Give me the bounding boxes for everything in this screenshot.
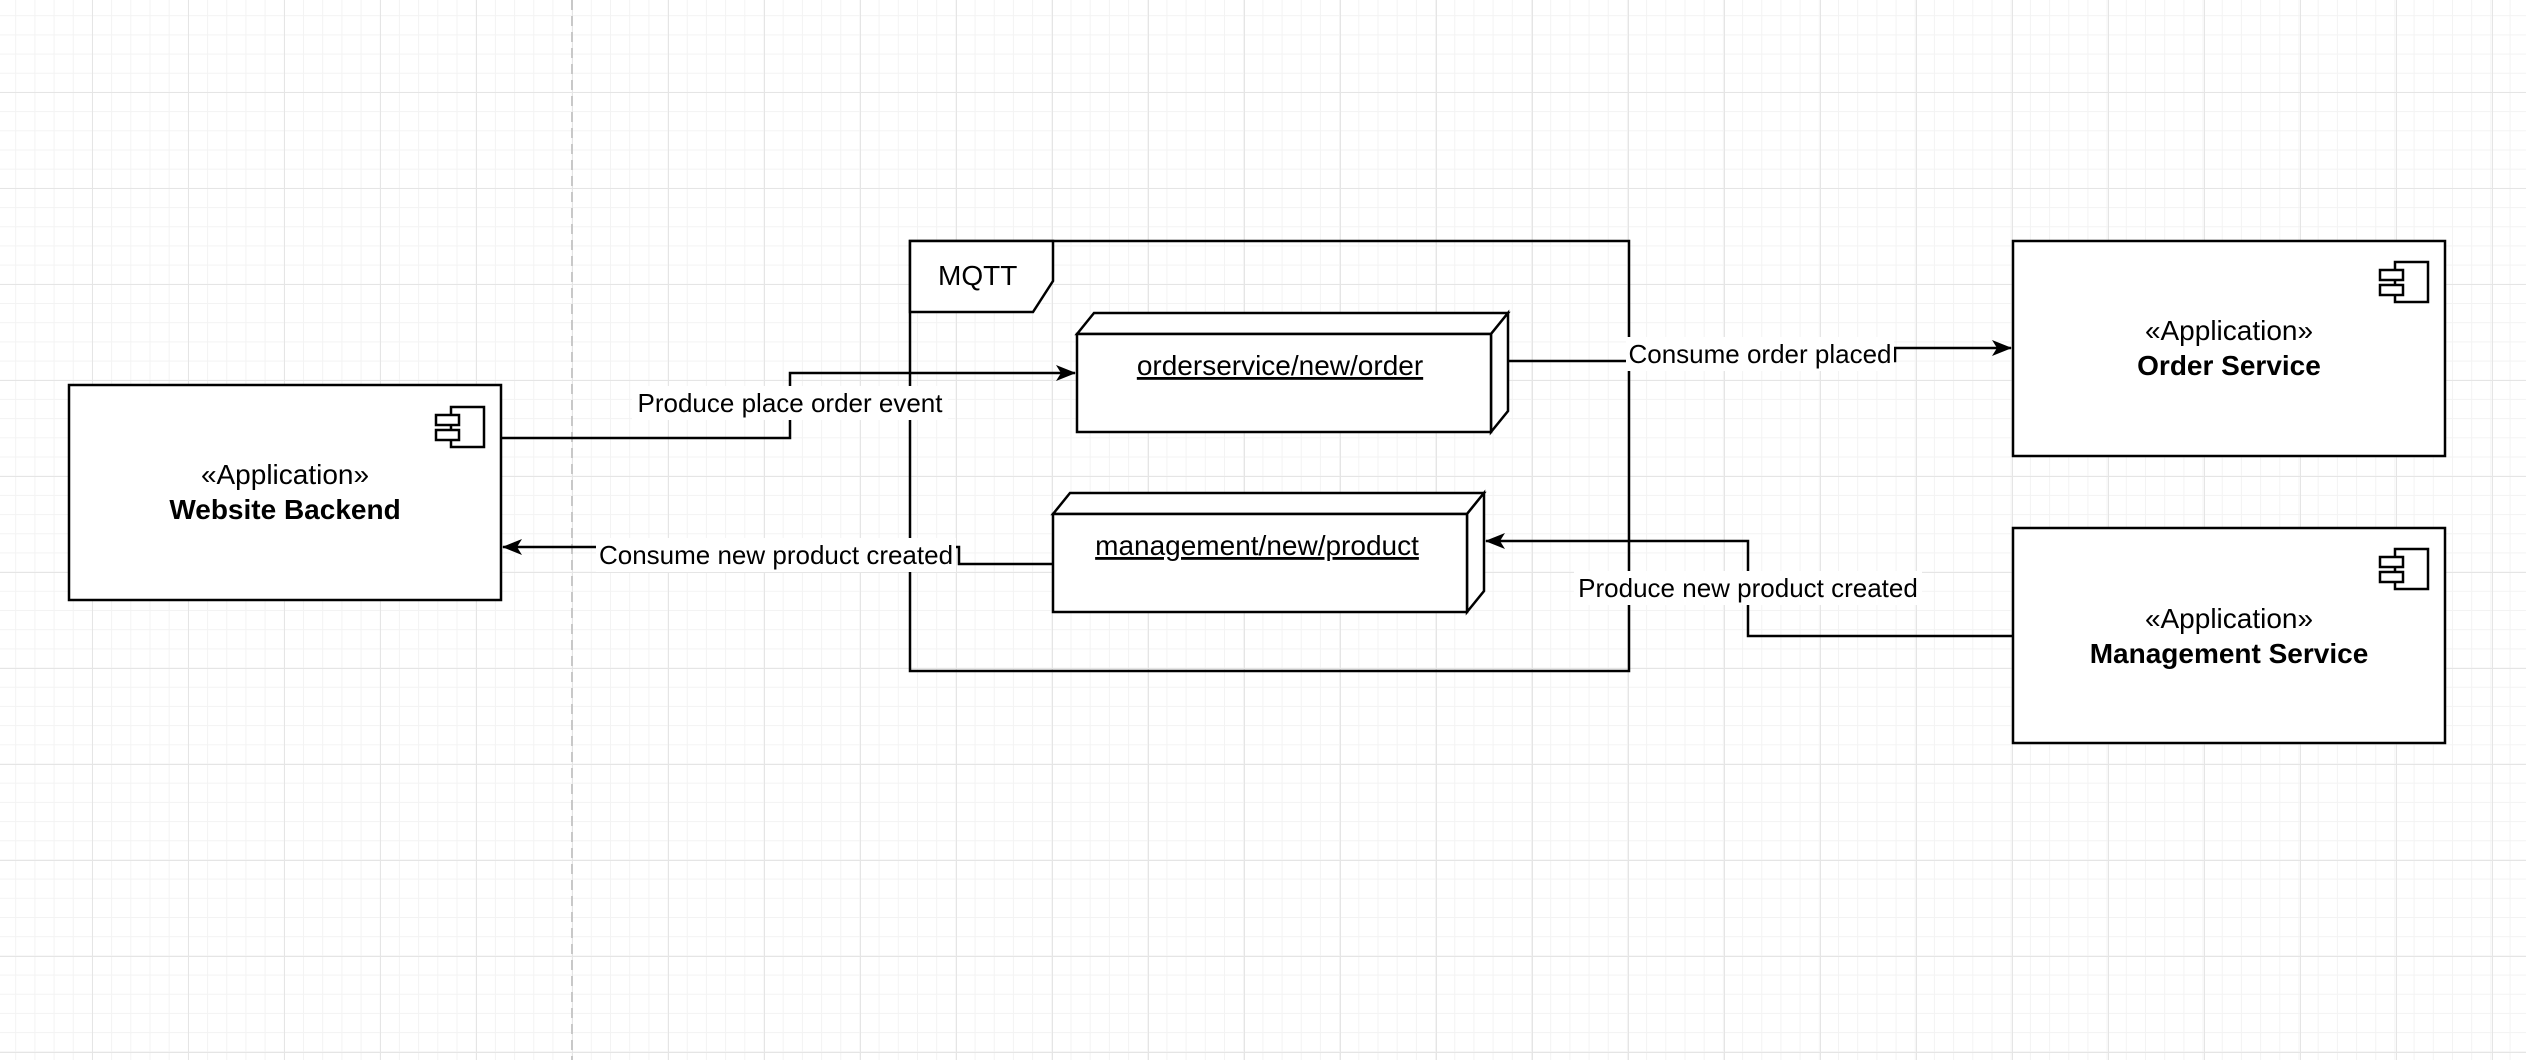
component-stereotype: «Application» (201, 459, 369, 490)
edge-produce-place-order-event[interactable]: Produce place order event (501, 365, 1076, 440)
edge-label: Produce place order event (638, 388, 944, 418)
edge-label: Produce new product created (1578, 573, 1918, 603)
component-name-website-backend: Website Backend (169, 494, 400, 525)
edge-consume-new-product-created[interactable]: Consume new product created (502, 538, 1053, 572)
component-icon (2378, 260, 2430, 304)
component-stereotype: «Application» (2145, 315, 2313, 346)
topic-node-orderservice-new-order[interactable]: orderservice/new/order (1074, 309, 1511, 436)
component-name-management-service: Management Service (2090, 638, 2369, 669)
edge-label: Consume new product created (599, 540, 953, 570)
component-website-backend[interactable]: «Application» Website Backend (67, 383, 503, 602)
edge-produce-new-product-created[interactable]: Produce new product created (1485, 533, 2013, 638)
topic-node-management-new-product[interactable]: management/new/product (1050, 489, 1487, 616)
component-icon (2378, 547, 2430, 591)
mqtt-frame-label: MQTT (938, 260, 1017, 291)
topic-label-management-new-product: management/new/product (1095, 530, 1419, 561)
edge-label: Consume order placed (1628, 339, 1891, 369)
component-icon (434, 405, 486, 449)
mqtt-frame[interactable]: MQTT (908, 239, 1631, 673)
component-management-service[interactable]: «Application» Management Service (2011, 526, 2447, 745)
component-order-service[interactable]: «Application» Order Service (2011, 239, 2447, 458)
edge-consume-order-placed[interactable]: Consume order placed (1508, 337, 2012, 371)
topic-label-orderservice-new-order: orderservice/new/order (1137, 350, 1423, 381)
component-name-order-service: Order Service (2137, 350, 2321, 381)
component-stereotype: «Application» (2145, 603, 2313, 634)
